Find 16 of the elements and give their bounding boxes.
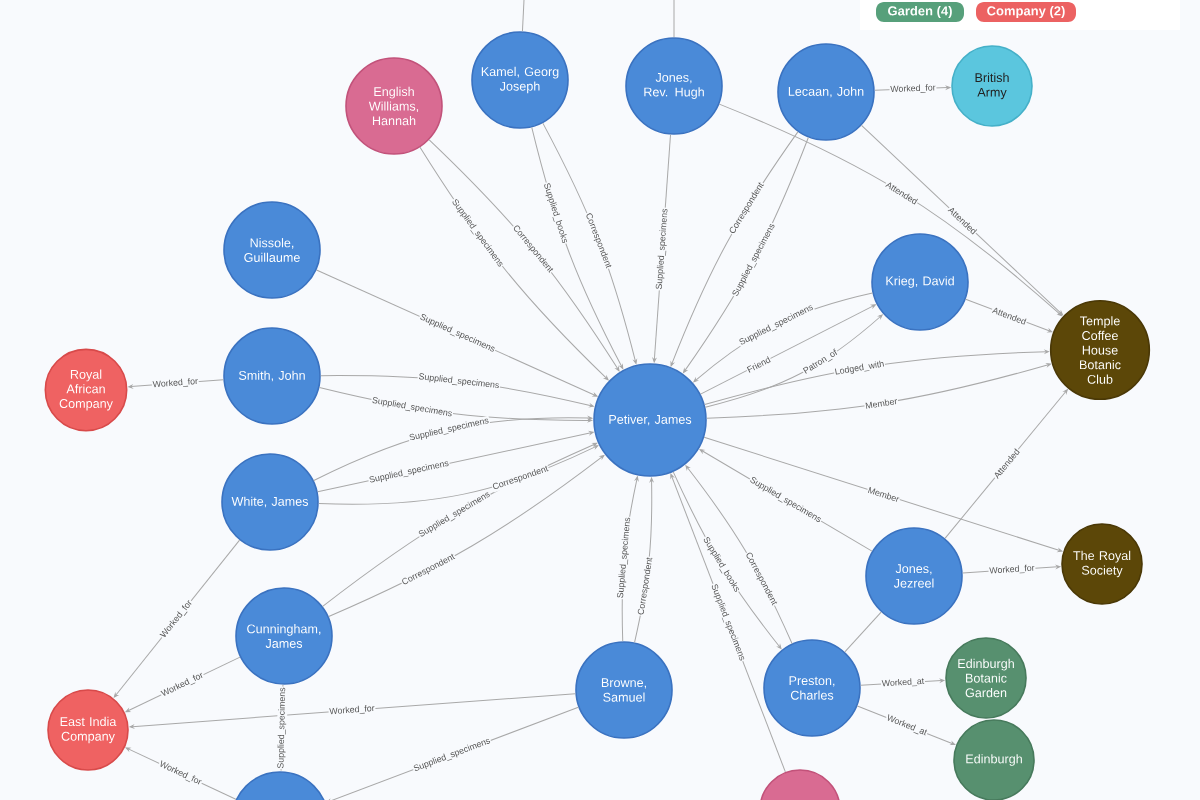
person-circle	[231, 771, 329, 800]
arrow	[700, 304, 876, 395]
arrow	[703, 436, 1063, 552]
arrow	[113, 539, 241, 698]
arrow	[128, 379, 224, 389]
arrow	[718, 103, 1063, 317]
entity-circle	[759, 769, 841, 800]
arrow	[706, 363, 1051, 419]
arrow	[874, 85, 951, 91]
arrow	[125, 747, 237, 800]
arrow	[944, 389, 1068, 539]
arrow	[704, 314, 883, 408]
arrow	[861, 124, 1064, 316]
arrow	[129, 693, 576, 729]
arrow	[125, 656, 241, 713]
arrow	[965, 298, 1053, 333]
